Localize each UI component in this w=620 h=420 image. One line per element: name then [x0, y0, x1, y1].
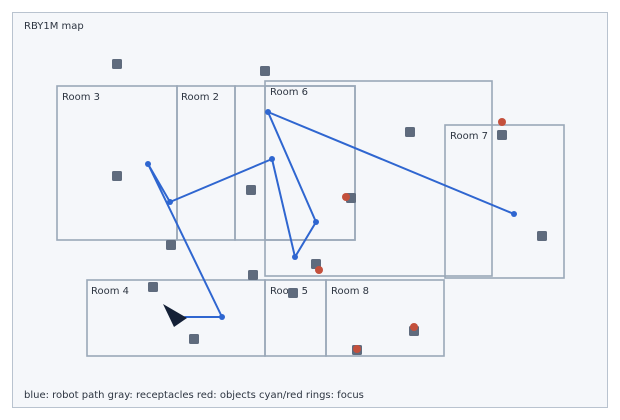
receptacle-marker	[497, 130, 507, 140]
room-label: Room 6	[270, 87, 308, 98]
path-waypoint	[313, 219, 319, 225]
object-marker	[498, 118, 506, 126]
map-legend: blue: robot path gray: receptacles red: …	[24, 390, 364, 401]
path-waypoint	[511, 211, 517, 217]
object-marker	[353, 345, 361, 353]
receptacle-marker	[260, 66, 270, 76]
object-marker	[315, 266, 323, 274]
objects	[315, 118, 506, 353]
path-waypoint	[269, 156, 275, 162]
path-waypoint	[265, 109, 271, 115]
robot-path	[147, 111, 515, 318]
path-waypoint	[145, 161, 151, 167]
robot-arrow-icon	[163, 304, 187, 327]
room-label: Room 8	[331, 286, 369, 297]
receptacle-marker	[537, 231, 547, 241]
receptacle-marker	[246, 185, 256, 195]
room-outline	[234, 85, 356, 241]
room-label: Room 4	[91, 286, 129, 297]
object-marker	[342, 193, 350, 201]
receptacle-marker	[112, 171, 122, 181]
object-marker	[410, 323, 418, 331]
room-3: Room 3	[56, 85, 178, 241]
receptacle-marker	[288, 288, 298, 298]
receptacle-marker	[148, 282, 158, 292]
receptacle-marker	[405, 127, 415, 137]
room-2: Room 2	[176, 85, 236, 241]
room-6: Room 6	[264, 85, 356, 241]
room-label: Room 2	[181, 92, 219, 103]
receptacle-marker	[248, 270, 258, 280]
receptacle-marker	[189, 334, 199, 344]
room-outline	[264, 80, 493, 277]
path-waypoint	[167, 199, 173, 205]
robot-path-waypoints	[145, 109, 517, 320]
receptacle-marker	[166, 240, 176, 250]
receptacle-marker	[112, 59, 122, 69]
room-label: Room 3	[62, 92, 100, 103]
room-8: Room 8	[325, 279, 445, 357]
path-waypoint	[292, 254, 298, 260]
room-label: Room 7	[450, 131, 488, 142]
map-title: RBY1M map	[24, 21, 84, 32]
room-7: Room 7	[444, 124, 565, 279]
